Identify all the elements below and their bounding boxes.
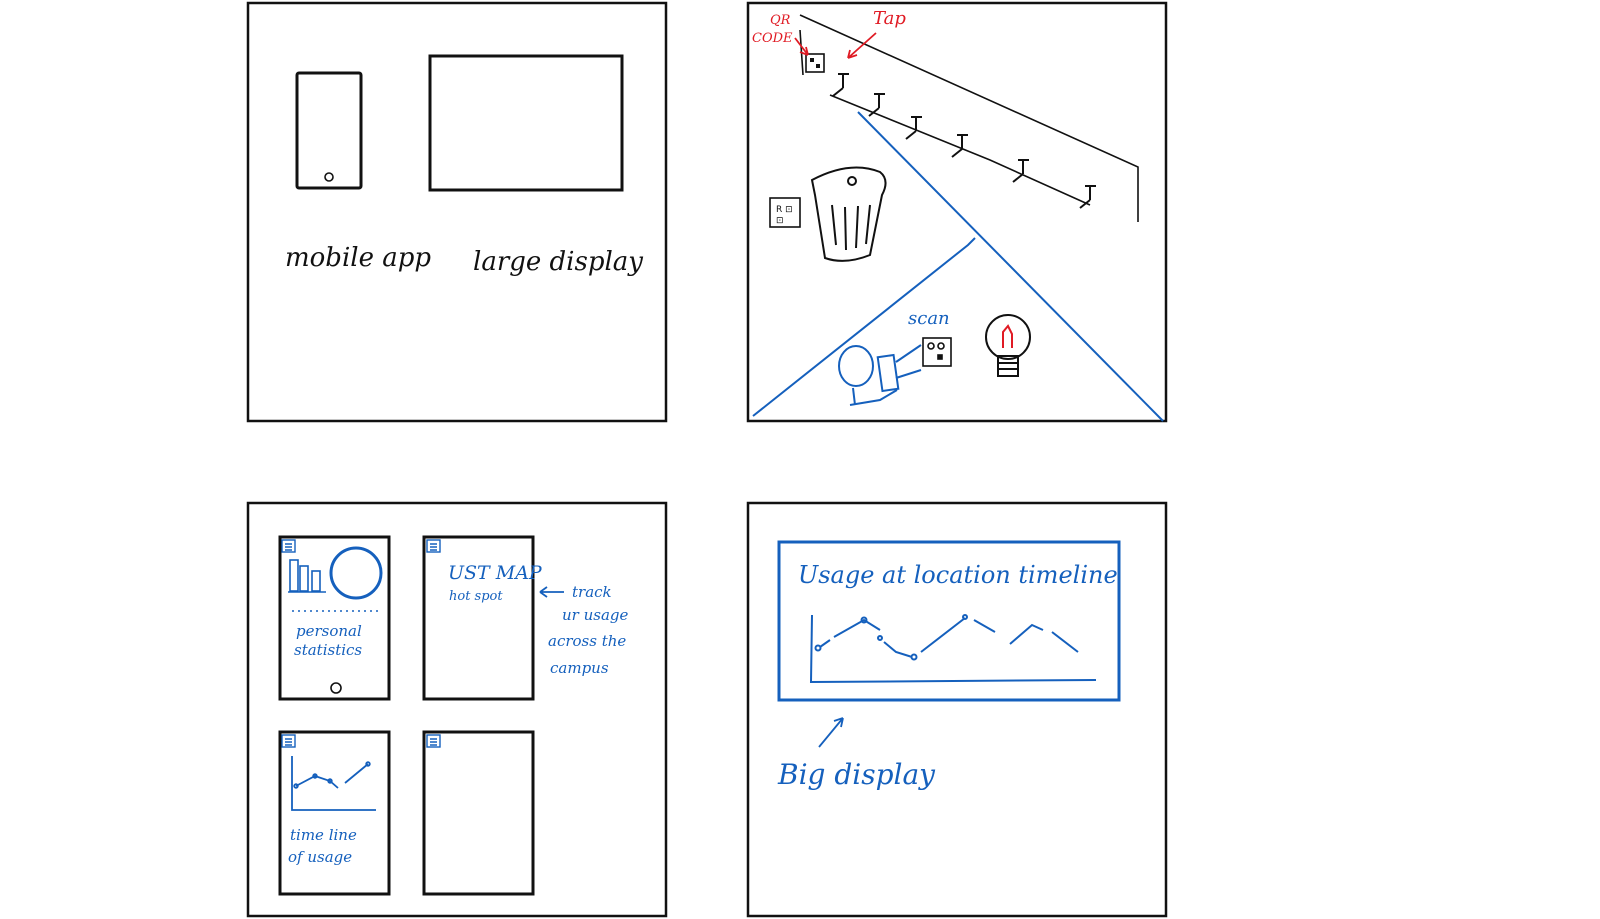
- panel-big-display: Usage at location timeline Big display: [746, 501, 1168, 918]
- svg-text:⊡: ⊡: [776, 216, 784, 226]
- phone-screen-blank: [422, 730, 535, 896]
- home-button-icon: [330, 682, 342, 694]
- large-display-label: large display: [473, 247, 643, 277]
- large-display-sketch: [428, 54, 624, 192]
- pie-chart-icon: [329, 546, 383, 600]
- mobile-phone-sketch: [295, 71, 363, 190]
- track-note-line2: ur usage: [562, 606, 629, 624]
- panel-mobile-screens: personal statistics UST MAP hot spot tra…: [246, 501, 668, 918]
- stats-label-line2: statistics: [294, 641, 362, 659]
- timeline-label-line2: of usage: [288, 848, 352, 866]
- scan-label: scan: [908, 308, 950, 329]
- track-note-line1: track: [572, 583, 612, 601]
- wall-outline: [799, 14, 1139, 222]
- track-note-line4: campus: [550, 659, 609, 677]
- light-bulb-icon: [985, 314, 1031, 377]
- qr-code-icon: [805, 53, 825, 73]
- arrow-icon: [794, 37, 809, 56]
- mobile-app-label: mobile app: [285, 243, 431, 273]
- line-chart-icon: [809, 614, 1097, 684]
- menu-icon: [281, 734, 296, 748]
- qr-sign-icon: R ⊡ ⊡: [769, 197, 801, 228]
- person-scanning-sketch: [838, 344, 922, 406]
- phone-screen-stats: personal statistics: [278, 535, 391, 701]
- menu-icon: [426, 539, 441, 553]
- map-subtitle: hot spot: [449, 589, 503, 604]
- qr-label: QR: [770, 13, 791, 28]
- big-display-label: Big display: [777, 758, 936, 791]
- code-label: CODE: [752, 31, 793, 46]
- trash-bin-icon: [810, 166, 887, 262]
- home-button-icon: [324, 172, 334, 182]
- panel-water-station: R ⊡ ⊡ scan QR CODE Tap: [746, 1, 1168, 423]
- tap-row: [829, 73, 1096, 209]
- panel-frame: [246, 501, 668, 918]
- panel-devices: mobile app large display: [246, 1, 668, 423]
- panel-frame: [246, 1, 668, 423]
- svg-text:R ⊡: R ⊡: [776, 205, 793, 215]
- menu-icon: [281, 539, 296, 553]
- track-note-line3: across the: [548, 632, 626, 650]
- arrow-icon: [818, 717, 844, 748]
- line-chart-icon: [291, 756, 376, 811]
- map-title: UST MAP: [448, 562, 543, 584]
- panel-frame: [746, 1, 1168, 423]
- stats-label-line1: personal: [296, 622, 362, 640]
- qr-code-icon: [922, 337, 952, 367]
- phone-screen-map: UST MAP hot spot: [422, 535, 543, 701]
- menu-icon: [426, 734, 441, 748]
- panel-frame: [746, 501, 1168, 918]
- tap-label: Tap: [873, 8, 906, 29]
- timeline-label-line1: time line: [290, 826, 357, 844]
- arrow-icon: [847, 32, 877, 59]
- arrow-icon: [539, 586, 564, 598]
- screen-title: Usage at location timeline: [798, 561, 1118, 589]
- bar-chart-icon: [288, 559, 326, 593]
- big-display-screen: [777, 540, 1121, 702]
- phone-screen-timeline: time line of usage: [278, 730, 391, 896]
